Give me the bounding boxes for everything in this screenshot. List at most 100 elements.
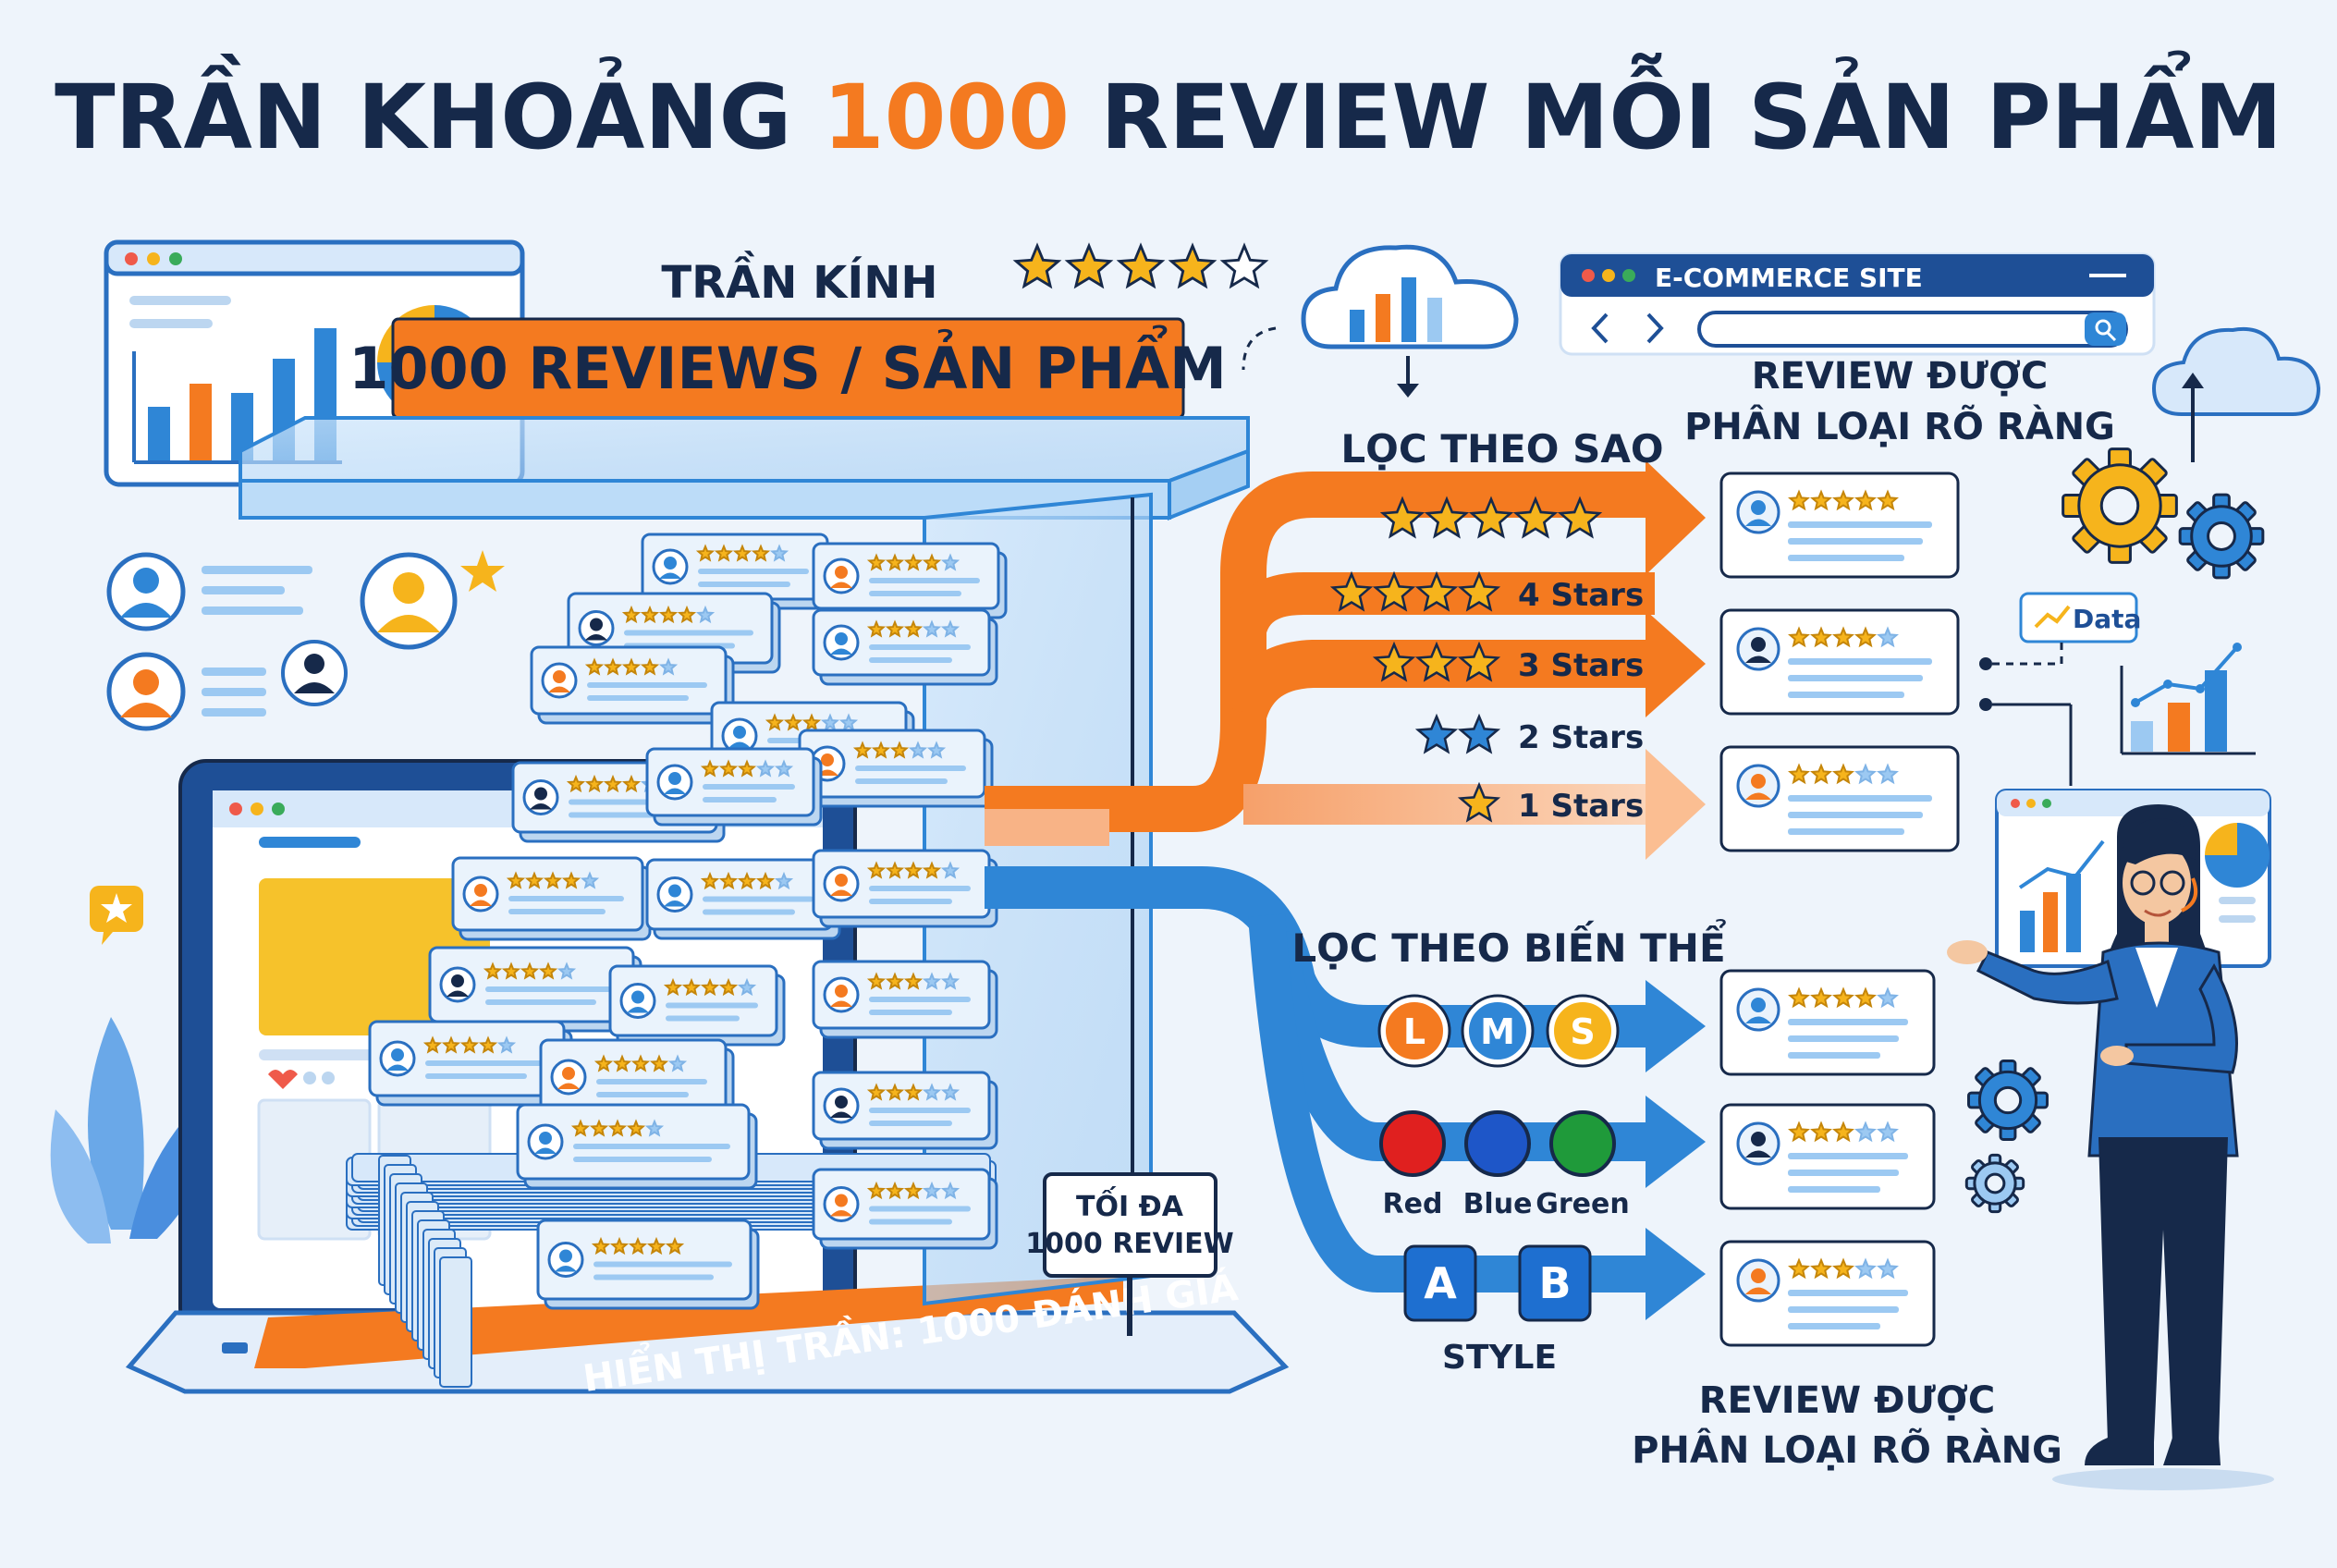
- star-icon: [603, 774, 623, 793]
- review-card: [812, 1071, 998, 1150]
- star-icon: [718, 871, 739, 890]
- star-icon: [1854, 1257, 1877, 1280]
- gear-icon: [2178, 493, 2265, 580]
- star-icon: [889, 741, 910, 759]
- star-icon: [922, 1083, 942, 1101]
- star-filter-heading: LỌC THEO SAO: [1340, 426, 1663, 472]
- ecommerce-site-window: E-COMMERCE SITE: [1559, 252, 2156, 356]
- style-badge: A: [1403, 1244, 1477, 1322]
- search-icon[interactable]: [2085, 312, 2126, 346]
- variant-filter-flow: [985, 866, 1706, 1320]
- sorted-review-card: [1719, 472, 1960, 579]
- sorted-label-top-line1: REVIEW ĐƯỢC: [1752, 355, 2049, 398]
- star-filter-row: 2 Stars: [1414, 713, 1644, 756]
- star-icon: [700, 871, 720, 890]
- star-icon: [665, 1236, 685, 1256]
- forward-icon[interactable]: [1646, 312, 1664, 344]
- star-icon: [612, 1054, 632, 1072]
- star-icon: [714, 544, 734, 562]
- style-badge-label: B: [1538, 1258, 1571, 1308]
- star-icon: [663, 977, 683, 997]
- star-icon: [483, 962, 503, 980]
- star-icon: [658, 657, 679, 676]
- star-icon: [1424, 496, 1470, 539]
- star-icon: [940, 861, 960, 879]
- review-card: [798, 729, 994, 808]
- star-icon: [1832, 489, 1854, 511]
- star-icon: [1168, 242, 1217, 289]
- star-icon: [866, 861, 887, 879]
- star-icon: [501, 962, 521, 980]
- page-title: TRẦN KHOẢNG 1000 REVIEW MỖI SẢN PHẨM: [55, 50, 2282, 169]
- star-icon: [885, 972, 905, 990]
- star-icon: [1414, 713, 1459, 754]
- star-icon: [866, 1083, 887, 1101]
- star-filter-row: 1 Stars: [1457, 781, 1644, 825]
- sorted-label-bottom-line2: PHÂN LOẠI RÕ RÀNG: [1632, 1427, 2062, 1472]
- star-icon: [922, 553, 942, 571]
- ceiling-banner: 1000 REVIEWS / SẢN PHẨM: [349, 317, 1227, 420]
- search-field[interactable]: [1697, 311, 2128, 348]
- star-filter-row: [1379, 496, 1603, 539]
- max-sign-line2: 1000 REVIEW: [1025, 1228, 1234, 1260]
- review-card: [536, 1219, 760, 1310]
- star-icon: [1877, 986, 1899, 1009]
- star-icon: [1012, 242, 1062, 289]
- star-icon: [658, 605, 679, 624]
- star-icon: [621, 605, 642, 624]
- star-icon: [700, 759, 720, 778]
- star-icon: [866, 553, 887, 571]
- star-icon: [621, 774, 642, 793]
- star-icon: [718, 759, 739, 778]
- star-icon: [1788, 489, 1810, 511]
- star-icon: [1854, 986, 1877, 1009]
- star-icon: [940, 1083, 960, 1101]
- back-icon[interactable]: [1591, 312, 1609, 344]
- star-icon: [1788, 1121, 1810, 1143]
- star-icon: [640, 657, 660, 676]
- max-review-sign: TỐI ĐA 1000 REVIEW: [1025, 1172, 1234, 1336]
- star-icon: [478, 1035, 498, 1054]
- star-icon: [885, 1181, 905, 1200]
- star-icon: [903, 553, 924, 571]
- variant-filter-heading: LỌC THEO BIẾN THỂ: [1291, 918, 1726, 971]
- star-icon: [765, 713, 785, 731]
- star-icon: [922, 861, 942, 879]
- star-icon: [644, 1119, 665, 1137]
- sorted-review-card: [1719, 1103, 1936, 1210]
- star-icon: [1372, 570, 1416, 612]
- star-icon: [783, 713, 803, 731]
- gear-icon: [2062, 447, 2178, 564]
- star-icon: [1788, 986, 1810, 1009]
- star-icon: [603, 657, 623, 676]
- growth-chart-icon: [2120, 643, 2256, 755]
- star-icon: [593, 1054, 614, 1072]
- star-icon: [543, 871, 563, 889]
- star-icon: [755, 759, 776, 778]
- review-card: [812, 849, 998, 928]
- star-icon: [520, 962, 540, 980]
- size-badge-label: M: [1480, 1011, 1515, 1052]
- star-icon: [866, 1181, 887, 1200]
- page-slab: [439, 1256, 472, 1388]
- star-icon: [737, 759, 757, 778]
- star-icon: [737, 977, 757, 997]
- title-part2: REVIEW MỖI SẢN PHẨM: [1070, 50, 2282, 169]
- star-icon: [557, 962, 577, 980]
- gear-icons: [1964, 447, 2265, 1214]
- star-icon: [885, 553, 905, 571]
- review-card: [812, 542, 1008, 619]
- star-icon: [695, 605, 716, 624]
- star-icon: [866, 972, 887, 990]
- star-icon: [681, 977, 702, 997]
- star-icon: [732, 544, 752, 562]
- star-icon: [885, 1083, 905, 1101]
- max-sign-line1: TỐI ĐA: [1076, 1185, 1184, 1223]
- star-icon: [885, 861, 905, 879]
- star-filter-label: 1 Stars: [1518, 788, 1644, 825]
- star-icon: [1329, 570, 1374, 612]
- sorted-label-top-line2: PHÂN LOẠI RÕ RÀNG: [1684, 404, 2115, 448]
